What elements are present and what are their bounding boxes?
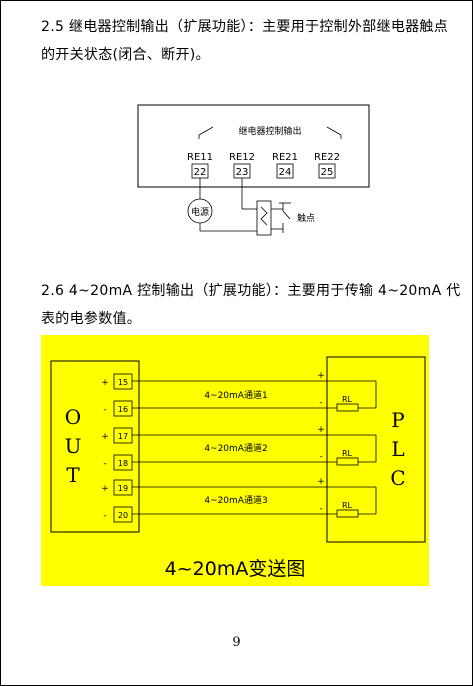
resistor-label-2: RL [342,449,353,458]
channel-label-1: 4~20mA通道1 [204,389,267,401]
plc-label-p: P [391,408,404,432]
terminal-number-17: 17 [118,432,128,441]
section-2-6-text: 2.6 4~20mA 控制输出（扩展功能）：主要用于传输 4~20mA 代表的电… [41,283,461,327]
plc-sign-5: + [317,477,325,487]
terminal-number-23: 23 [236,167,249,178]
terminal-label-re12: RE12 [229,152,255,163]
current-transmit-diagram: O U T P L C + - + - + - 15 16 17 18 19 2… [41,335,429,586]
terminal-label-re21: RE21 [272,152,298,163]
terminal-sign-16: - [103,405,106,415]
out-label-o: O [65,405,81,429]
relay-output-diagram: 继电器控制输出 RE11 RE12 RE21 RE22 22 23 24 25 … [137,104,370,236]
resistor-3 [336,509,359,518]
section-2-5-text: 2.5 继电器控制输出（扩展功能）：主要用于控制外部继电器触点的开关状态(闭合、… [41,19,449,63]
plc-sign-1: + [317,371,325,381]
terminal-number-15: 15 [118,378,128,387]
terminal-label-re11: RE11 [187,152,213,163]
relay-diagram-title: 继电器控制输出 [238,125,301,137]
terminal-number-16: 16 [118,405,128,414]
terminal-number-18: 18 [118,459,128,468]
out-module-box [50,360,140,533]
terminal-label-re22: RE22 [314,152,340,163]
contact-label: 触点 [297,212,315,224]
terminal-number-20: 20 [118,511,128,520]
plc-label-c: C [390,466,405,490]
terminal-sign-19: + [101,484,109,494]
terminal-number-19: 19 [118,484,128,493]
plc-label-l: L [391,437,404,461]
plc-sign-2: - [319,398,322,408]
terminal-number-24: 24 [279,167,292,178]
plc-sign-4: - [319,452,322,462]
terminal-sign-17: + [101,432,109,442]
out-label-u: U [65,434,82,458]
resistor-label-3: RL [342,501,353,510]
terminal-number-25: 25 [321,167,334,178]
diagram-background [41,335,429,586]
diagram-caption: 4~20mA变送图 [165,558,306,580]
terminal-sign-15: + [101,378,109,388]
out-label-t: T [66,463,80,487]
plc-sign-3: + [317,425,325,435]
terminal-sign-20: - [103,511,106,521]
plc-module-box [326,356,426,543]
page-number: 9 [232,635,241,650]
resistor-1 [336,403,359,412]
relay-coil-icon [256,200,272,236]
resistor-label-1: RL [342,395,353,404]
power-source-label: 电源 [191,206,209,218]
channel-label-2: 4~20mA通道2 [204,442,267,454]
plc-sign-6: - [319,504,322,514]
channel-label-3: 4~20mA通道3 [204,494,267,506]
terminal-number-22: 22 [194,167,207,178]
resistor-2 [336,457,359,466]
terminal-sign-18: - [103,459,106,469]
